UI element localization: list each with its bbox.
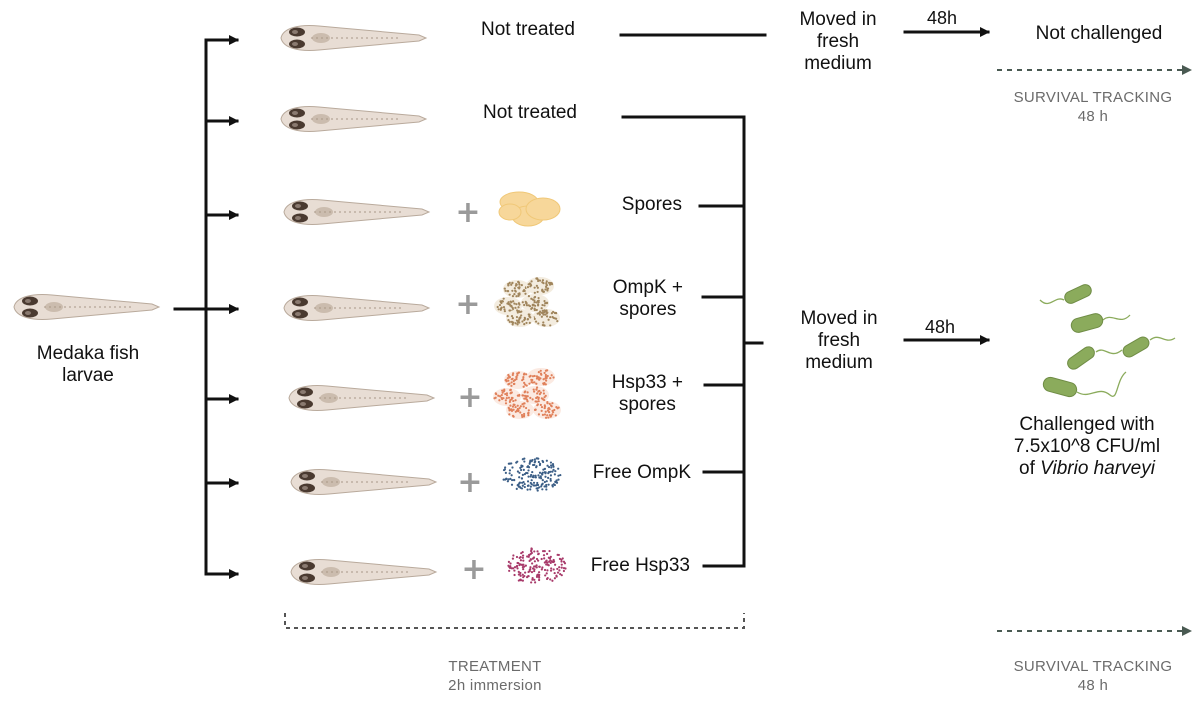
treatment-additives-group (493, 191, 567, 584)
free-hsp33-icon (507, 547, 567, 584)
plus-sign: + (455, 195, 481, 230)
top-survival-tracking-label: SURVIVAL TRACKING 48 h (1013, 89, 1173, 125)
vibrio-bacteria-icon (1039, 284, 1176, 398)
plus-sign: + (455, 287, 481, 322)
fish-larva-icon (290, 469, 437, 495)
connector-lines (173, 27, 1192, 636)
group-label-not-treated-1: Not treated (481, 19, 575, 40)
free-ompk-icon (502, 457, 562, 492)
start-label: Medaka fish larvae (36, 343, 140, 386)
treatment-bracket (284, 613, 745, 629)
fish-larva-icon (283, 295, 430, 321)
fish-larva-icon (288, 385, 435, 411)
treatment-label: TREATMENT 2h immersion (448, 658, 542, 694)
fish-larva-icon (290, 559, 437, 585)
bottom-outcome-label: Challenged with 7.5x10^8 CFU/ml of Vibri… (1013, 414, 1161, 479)
spores-icon (498, 191, 561, 227)
ompk-spores-icon (494, 277, 560, 327)
top-duration-label: 48h (926, 8, 958, 28)
fish-larvae-group (13, 25, 437, 585)
bottom-duration-label: 48h (924, 317, 956, 337)
bottom-moved-label: Moved in fresh medium (800, 308, 878, 373)
top-outcome-label: Not challenged (1035, 23, 1163, 44)
top-moved-label: Moved in fresh medium (799, 9, 877, 74)
fish-larva-icon-start (13, 294, 160, 320)
group-label-hsp33-spores: Hsp33 + spores (611, 372, 683, 415)
group-label-not-treated-2: Not treated (483, 102, 577, 123)
plus-sign: + (461, 552, 487, 587)
group-label-spores: Spores (621, 194, 682, 215)
fish-larva-icon (280, 25, 427, 51)
bottom-survival-tracking-label: SURVIVAL TRACKING 48 h (1013, 658, 1173, 694)
group-label-free-ompk: Free OmpK (592, 462, 691, 483)
group-label-ompk-spores: OmpK + spores (612, 277, 683, 320)
plus-sign: + (457, 465, 483, 500)
fish-larva-icon (283, 199, 430, 225)
plus-sign: + (457, 380, 483, 415)
group-label-free-hsp33: Free Hsp33 (590, 555, 690, 576)
hsp33-spores-icon (493, 368, 561, 419)
fish-larva-icon (280, 106, 427, 132)
